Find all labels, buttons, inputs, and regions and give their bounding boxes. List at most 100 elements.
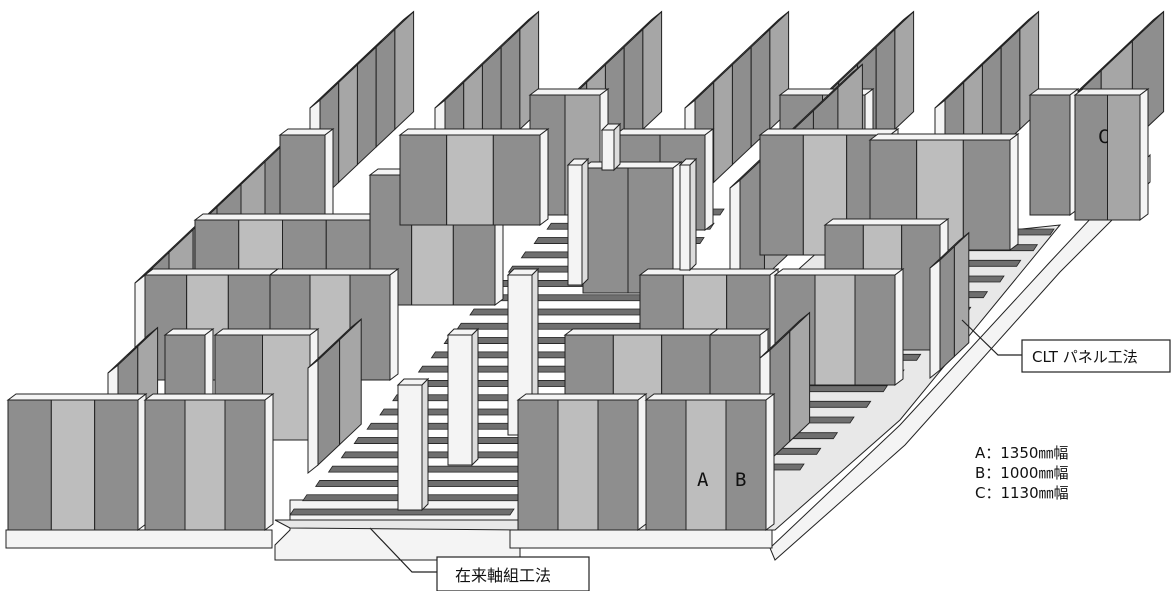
front-left-small-oblique-2-edge — [307, 358, 319, 475]
mid-left-lower-wall-top-edge — [143, 268, 280, 276]
slab-left-front — [5, 529, 273, 549]
front-left-wall-1 — [6, 393, 148, 531]
callout-zairai-leader — [369, 527, 437, 573]
front-right-mid-wall-top-edge — [563, 328, 720, 336]
slab-right-edge — [769, 153, 1151, 561]
front-right-wall-2-top-edge — [644, 393, 776, 401]
joist-bar — [456, 322, 645, 330]
callout-zairai-label: 在来軸組工法 — [455, 566, 551, 585]
mid-left-post-wall-side-edge — [324, 128, 334, 226]
wall-c-top-edge — [1073, 88, 1150, 96]
center-post-4-face — [567, 164, 583, 286]
mid-right-short-oblique — [929, 231, 970, 380]
rear-flat-wall-1-top-edge — [528, 88, 610, 96]
mid-right-back-wall-2-panel — [962, 139, 1011, 251]
front-left-wall-2-panel — [144, 399, 186, 531]
callout-clt-box — [1021, 339, 1171, 373]
back-oblique-wall-6-panel — [1000, 28, 1021, 149]
callout-clt: CLT パネル工法 — [961, 319, 1171, 373]
front-left-wall-2-top-edge — [143, 393, 275, 401]
center-post-3-face — [397, 384, 423, 511]
panel-width-legend: A：1350㎜幅 B：1000㎜幅 C：1130㎜幅 — [975, 444, 1069, 502]
front-left-wall-1-top-edge — [6, 393, 148, 401]
front-left-small-oblique-2 — [307, 318, 362, 475]
center-post-5-face — [679, 164, 691, 271]
rear-flat-wall-3-panel — [1029, 94, 1071, 216]
front-left-wall-2 — [143, 393, 275, 531]
center-post-6-face — [601, 129, 615, 171]
back-oblique-wall-1-top — [309, 11, 414, 109]
mid-left-post-wall-top-edge — [278, 128, 335, 136]
front-left-wall-1-panel — [50, 399, 96, 531]
back-oblique-wall-1-panel — [394, 10, 415, 131]
front-right-wall-1-top-edge — [516, 393, 648, 401]
mid-right-wall-top-edge — [823, 218, 950, 226]
center-post-3 — [396, 377, 430, 512]
mid-right-back-wall-panel — [759, 134, 804, 256]
mid-center-pillar-panels-panel — [582, 167, 629, 294]
callout-zairai: 在来軸組工法 — [369, 527, 590, 591]
mid-left-lower-wall-2-top-edge — [268, 268, 400, 276]
legend-item-b: B：1000㎜幅 — [975, 464, 1068, 482]
back-oblique-wall-1-panel — [375, 28, 396, 149]
back-oblique-wall-4-panel — [731, 45, 752, 166]
mid-right-short-oblique-panel — [939, 245, 955, 372]
mid-back-wall-top-edge — [398, 128, 550, 136]
mid-back-wall-side-edge — [539, 128, 549, 226]
front-right-wall-1-panel — [597, 399, 639, 531]
front-right-wall-1-side-edge — [637, 393, 647, 531]
front-right-wall-2-side-edge — [765, 393, 775, 531]
mid-left-post-wall — [278, 128, 335, 226]
front-right-wall-1 — [516, 393, 648, 531]
mid-back-wall-panel — [399, 134, 448, 226]
wall-c-side-edge — [1139, 88, 1149, 221]
back-oblique-wall-2-top — [434, 11, 539, 109]
mid-right-short-oblique-top — [929, 232, 970, 269]
middle-wall-group — [107, 63, 1020, 512]
mid-right-lower-wall-2-panel — [814, 274, 856, 386]
front-left-small-oblique-top — [107, 327, 158, 374]
mid-left-post-wall-panel — [279, 134, 326, 226]
center-post-6-side — [613, 122, 621, 172]
front-left-wall-1-panel — [7, 399, 52, 531]
mid-left-upper-wall-top-edge — [193, 213, 380, 221]
slab-right-front — [509, 529, 773, 549]
front-right-wall-2-panel — [645, 399, 687, 531]
center-post-4 — [566, 157, 590, 287]
center-post-2 — [446, 327, 480, 467]
front-right-wall-2 — [644, 393, 776, 531]
center-post-5-side — [689, 157, 697, 272]
front-left-wall-1-panel — [94, 399, 139, 531]
front-left-small-oblique-2-panel — [339, 318, 362, 446]
center-post-4-side — [581, 157, 589, 287]
front-wall-group — [6, 393, 776, 531]
wall-c-panel — [1074, 94, 1108, 221]
center-post-3-side — [421, 377, 429, 512]
mid-right-lower-wall-top-edge — [638, 268, 780, 276]
center-post-5 — [678, 157, 698, 272]
mid-center-pillar-panels-top-edge — [581, 161, 683, 169]
joist-bar — [289, 508, 515, 516]
mid-right-back-wall-2-side-edge — [1009, 133, 1019, 251]
callout-zairai-box — [436, 556, 590, 591]
back-oblique-wall-3-panel — [642, 10, 663, 131]
mid-center-back-panels-top-edge — [613, 128, 715, 136]
front-right-wall-1-panel — [517, 399, 559, 531]
mid-back-wall — [398, 128, 550, 226]
mid-right-lower-wall-2-panel — [854, 274, 896, 386]
callout-clt-label: CLT パネル工法 — [1032, 348, 1138, 366]
mid-right-short-oblique-panel — [953, 231, 970, 358]
mid-right-back-wall-2-top-edge — [868, 133, 1020, 141]
front-right-small-oblique-top — [759, 312, 810, 359]
rear-flat-wall-3 — [1028, 88, 1080, 216]
front-right-small-oblique-panel — [789, 311, 811, 443]
joist-bar — [469, 308, 655, 316]
panel-letter-b: B — [735, 469, 746, 491]
back-oblique-wall-4-panel — [713, 63, 733, 184]
front-left-wall-2-panel — [184, 399, 226, 531]
back-oblique-wall-5-panel — [894, 10, 915, 131]
wall-c-panel — [1107, 94, 1141, 221]
callout-clt-leader — [961, 319, 1022, 356]
front-right-wall-2-panel — [685, 399, 727, 531]
